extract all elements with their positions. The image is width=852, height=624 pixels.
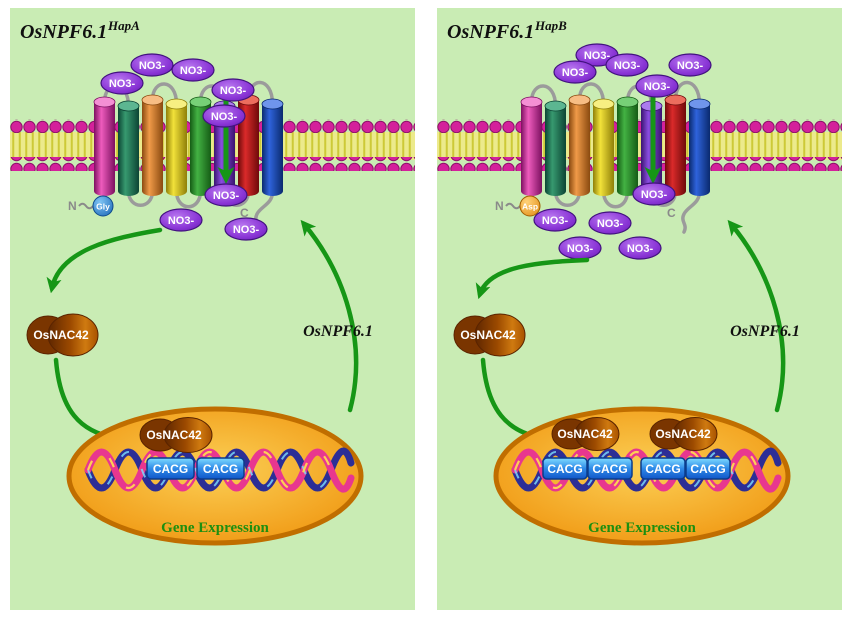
svg-text:NO3-: NO3-	[562, 67, 589, 79]
no3-molecule: NO3-	[202, 104, 246, 128]
osnac42-bound-label: OsNAC42	[146, 428, 202, 442]
no3-molecules-intracellular: NO3- NO3- NO3-	[159, 183, 268, 241]
no3-molecule: NO3-	[605, 53, 649, 77]
osnac42-bound: OsNAC42	[139, 417, 213, 453]
cacg-box: CACG	[640, 457, 686, 480]
no3-molecule: NO3-	[553, 60, 597, 84]
svg-text:NO3-: NO3-	[567, 243, 594, 255]
no3-molecule: NO3-	[533, 208, 577, 232]
no3-molecules-extracellular: NO3- NO3- NO3- NO3- NO3-	[553, 43, 712, 98]
cacg-box: CACG	[196, 457, 245, 480]
residue-label: Asp	[522, 202, 538, 212]
c-terminus-label: C	[240, 206, 249, 220]
no3-molecule: NO3-	[159, 208, 203, 232]
no3-molecules-intracellular: NO3- NO3- NO3- NO3- NO3-	[533, 182, 676, 260]
svg-text:CACG: CACG	[153, 462, 188, 476]
cacg-box: CACG	[542, 457, 588, 480]
svg-text:CACG: CACG	[592, 462, 627, 476]
cacg-box: CACG	[587, 457, 633, 480]
nucleus: CACG CACG CACG CACG OsNAC42	[493, 406, 791, 546]
panel-title: OsNPF6.1	[447, 21, 534, 43]
n-terminus: N Asp	[495, 195, 541, 217]
svg-text:NO3-: NO3-	[644, 81, 671, 93]
osnac42-label: OsNAC42	[33, 328, 89, 342]
gene-expression-label: Gene Expression	[588, 520, 696, 536]
svg-text:NO3-: NO3-	[220, 85, 247, 97]
n-terminus: N Gly	[68, 195, 114, 217]
cacg-box: CACG	[685, 457, 731, 480]
panel-title-haplotype: HapA	[107, 18, 140, 33]
panel-hapa: OsNPF6.1 HapA	[10, 8, 415, 610]
svg-text:NO3-: NO3-	[233, 224, 260, 236]
gly-residue-circle	[92, 195, 114, 217]
no3-molecule: NO3-	[204, 183, 248, 207]
plasma-membrane	[10, 119, 415, 171]
osnac42-bound-label: OsNAC42	[557, 427, 613, 441]
signal-arrow-to-osnac42	[475, 257, 590, 300]
osnac42-bound: OsNAC42	[649, 417, 718, 451]
svg-text:NO3-: NO3-	[542, 215, 569, 227]
panel-hapb: OsNPF6.1 HapB	[437, 8, 842, 610]
lipid-heads-top	[437, 119, 842, 133]
svg-text:NO3-: NO3-	[139, 60, 166, 72]
no3-molecule: NO3-	[100, 71, 144, 95]
lipid-tails	[437, 132, 842, 160]
svg-text:NO3-: NO3-	[641, 189, 668, 201]
plasma-membrane	[437, 119, 842, 171]
nucleus: CACG CACG OsNAC42 Gene Expression	[66, 406, 364, 546]
svg-text:CACG: CACG	[690, 462, 725, 476]
arrow-expression-to-membrane	[727, 219, 786, 413]
c-terminus-label: C	[667, 206, 676, 220]
svg-text:NO3-: NO3-	[614, 60, 641, 72]
residue-label: Gly	[96, 202, 110, 212]
n-linker	[78, 202, 94, 210]
lipid-tails	[10, 132, 415, 160]
osnac42-bound-label: OsNAC42	[655, 427, 711, 441]
transmembrane-helices	[520, 94, 711, 196]
arrow-expression-to-membrane	[300, 219, 359, 413]
no3-molecule: NO3-	[632, 182, 676, 206]
no3-molecule: NO3-	[588, 211, 632, 235]
svg-text:CACG: CACG	[547, 462, 582, 476]
svg-text:NO3-: NO3-	[627, 243, 654, 255]
no3-molecule: NO3-	[558, 236, 602, 260]
n-linker	[505, 202, 521, 210]
svg-text:NO3-: NO3-	[677, 60, 704, 72]
svg-text:NO3-: NO3-	[168, 215, 195, 227]
osnpf6-feedback-label: OsNPF6.1	[303, 323, 373, 340]
no3-molecule: NO3-	[211, 78, 255, 102]
svg-text:NO3-: NO3-	[109, 78, 136, 90]
gene-expression-label: Gene Expression	[161, 520, 269, 536]
lipid-heads-bottom	[10, 157, 415, 171]
no3-molecule: NO3-	[635, 74, 679, 98]
svg-text:NO3-: NO3-	[180, 65, 207, 77]
cacg-box: CACG	[146, 457, 195, 480]
no3-molecule: NO3-	[171, 58, 215, 82]
osnac42-bound: OsNAC42	[551, 417, 620, 451]
no3-molecule: NO3-	[618, 236, 662, 260]
svg-text:NO3-: NO3-	[584, 50, 611, 62]
panel-title-haplotype: HapB	[534, 18, 567, 33]
no3-molecule: NO3-	[668, 53, 712, 77]
n-terminus-label: N	[495, 199, 504, 213]
no3-molecule: NO3-	[130, 53, 174, 77]
asp-residue-circle	[519, 195, 541, 217]
svg-text:CACG: CACG	[645, 462, 680, 476]
osnac42-protein: OsNAC42	[453, 313, 526, 357]
no3-molecules-extracellular: NO3- NO3- NO3- NO3- NO3-	[100, 53, 255, 128]
no3-molecule: NO3-	[224, 217, 268, 241]
n-terminus-label: N	[68, 199, 77, 213]
osnac42-label: OsNAC42	[460, 328, 516, 342]
svg-text:NO3-: NO3-	[211, 111, 238, 123]
svg-text:NO3-: NO3-	[597, 218, 624, 230]
svg-text:CACG: CACG	[203, 462, 238, 476]
signal-arrow-to-osnac42	[46, 227, 163, 294]
lipid-heads-bottom	[437, 157, 842, 171]
osnac42-protein: OsNAC42	[26, 313, 99, 357]
panel-title: OsNPF6.1	[20, 21, 107, 43]
svg-text:NO3-: NO3-	[213, 190, 240, 202]
osnpf6-feedback-label: OsNPF6.1	[730, 323, 800, 340]
